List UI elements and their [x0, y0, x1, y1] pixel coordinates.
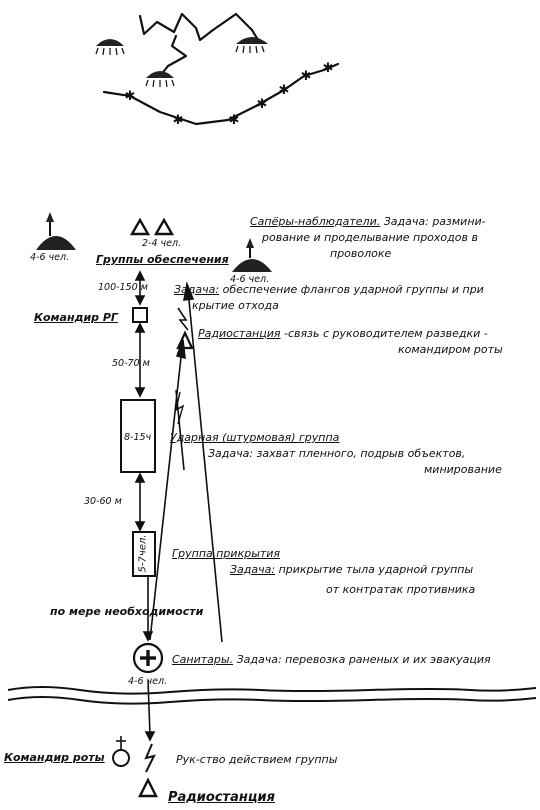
cover-line1: прикрытие тыла ударной группы	[278, 563, 474, 576]
svg-text:✱: ✱	[173, 113, 184, 128]
svg-text:✱: ✱	[279, 83, 290, 98]
enemy-position-right	[236, 37, 268, 44]
radio-triangle	[176, 330, 194, 350]
left-group-size: 4-6 чел.	[30, 252, 70, 263]
company-commander-label: Командир роты	[4, 751, 105, 764]
evac-arrow	[147, 679, 151, 736]
sapper-triangles	[129, 217, 175, 236]
support-task: Задача: обеспечение флангов ударной груп…	[174, 282, 484, 297]
enemy-trench-connector	[158, 34, 188, 78]
support-task-line1: обеспечение флангов ударной группы и при	[222, 283, 484, 296]
enemy-position-center	[146, 71, 174, 78]
as-needed-label: по мере необходимости	[50, 605, 204, 618]
enemy-position-left	[96, 39, 124, 46]
support-task-label: Задача:	[174, 283, 220, 296]
support-center-size: 2-4 чел.	[142, 238, 182, 249]
diagonal-arrow-up-2	[187, 289, 223, 643]
cover-line1-wrap: Задача: прикрытие тыла ударной группы	[230, 562, 473, 577]
wire-markers: ✱ ✱ ✱ ✱ ✱ ✱ ✱	[125, 61, 334, 128]
right-support-group	[232, 238, 272, 272]
radio-line1: -связь с руководителем разведки -	[284, 327, 488, 340]
sappers-line3: проволоке	[330, 247, 392, 260]
assault-title: Ударная (штурмовая) группа	[170, 431, 340, 444]
medics-size: 4-6 чел.	[128, 676, 168, 687]
sappers-line2: рование и проделывание проходов в	[262, 231, 478, 244]
medics-title: Санитары.	[172, 653, 234, 666]
assault-size: 8-15ч	[124, 432, 152, 443]
control-lightning	[144, 743, 156, 773]
svg-text:✱: ✱	[229, 113, 240, 128]
enemy-trench-line	[138, 12, 260, 42]
support-task-line2: крытие отхода	[192, 299, 279, 312]
sappers-title: Сапёры-наблюдатели.	[250, 215, 381, 228]
distance-1: 100-150 м	[98, 282, 148, 293]
distance-3: 30-60 м	[84, 496, 122, 507]
svg-text:✱: ✱	[257, 97, 268, 112]
cover-title: Группа прикрытия	[172, 547, 281, 560]
cover-group-box	[132, 531, 156, 577]
svg-text:✱: ✱	[323, 61, 334, 76]
cover-size: 5-7чел.	[137, 534, 149, 573]
radio-bottom-label: Радиостанция	[168, 790, 275, 805]
radio-label: Радиостанция -связь с руководителем разв…	[198, 326, 488, 341]
commander-rg-label: Командир РГ	[34, 311, 118, 324]
support-groups-label: Группы обеспечения	[96, 253, 229, 266]
right-group-size: 4-6 чел.	[230, 274, 270, 285]
cover-task-label: Задача:	[230, 563, 276, 576]
svg-text:✱: ✱	[125, 89, 136, 104]
medics-label: Санитары. Задача: перевозка раненых и их…	[172, 652, 491, 667]
radio-lightning	[177, 307, 189, 331]
svg-text:✱: ✱	[301, 69, 312, 84]
distance-2: 50-70 м	[112, 358, 150, 369]
medics-task: Задача: перевозка раненых и их эвакуация	[236, 653, 491, 666]
sappers-task: Задача: размини-	[383, 215, 486, 228]
radio-bottom-triangle	[138, 777, 158, 798]
company-commander-symbol	[112, 736, 130, 767]
river	[7, 686, 537, 705]
sappers-label: Сапёры-наблюдатели. Задача: размини-	[250, 214, 486, 229]
assault-line1: Задача: захват пленного, подрыв объектов…	[208, 447, 466, 460]
left-support-group	[36, 212, 76, 250]
cover-line2: от контратак противника	[326, 583, 476, 596]
diagonal-arrow-up-1	[149, 347, 183, 641]
commander-rg-symbol	[132, 307, 148, 323]
radio-title: Радиостанция	[198, 327, 281, 340]
medic-symbol	[132, 642, 164, 674]
assault-group-box	[120, 399, 156, 473]
wire-obstacle-line	[102, 62, 340, 126]
radio-line2: командиром роты	[398, 343, 503, 356]
group-control-label: Рук-ство действием группы	[176, 753, 338, 766]
assault-line2: минирование	[424, 463, 502, 476]
